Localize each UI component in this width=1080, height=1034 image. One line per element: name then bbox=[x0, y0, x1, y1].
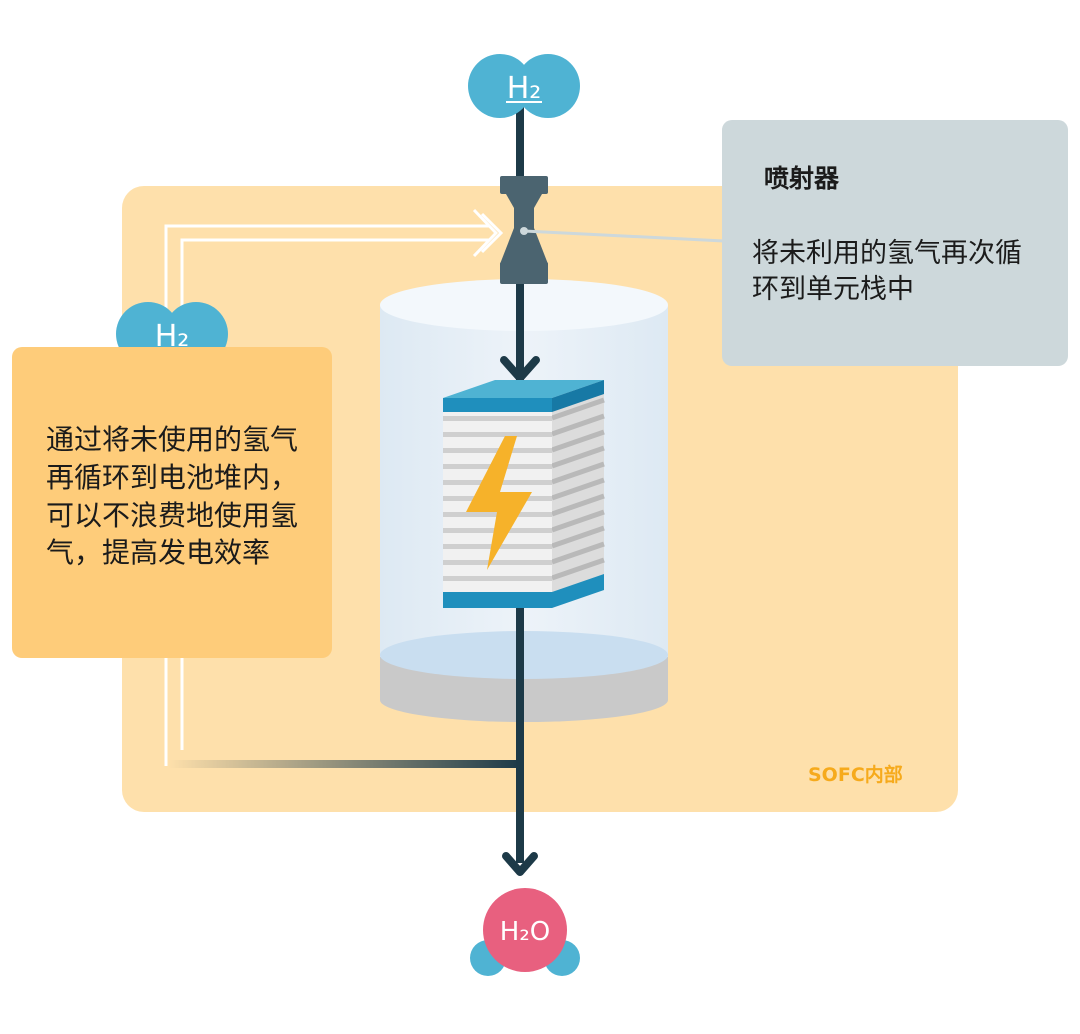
top-molecule-label: H₂ bbox=[507, 71, 542, 106]
sofc-region-label: SOFC内部 bbox=[808, 764, 903, 786]
arrow-right-icon bbox=[472, 208, 504, 258]
injector-callout-title: 喷射器 bbox=[764, 164, 840, 193]
injector-callout: 喷射器 将未利用的氢气再次循环到单元栈中 bbox=[722, 120, 1068, 366]
arrow-down-icon bbox=[500, 356, 540, 382]
arrow-down-icon bbox=[502, 852, 538, 876]
connector-dot bbox=[520, 227, 528, 235]
bottom-molecule-label: H₂O bbox=[500, 917, 550, 947]
water-molecule-icon: H₂O bbox=[470, 888, 580, 976]
lightning-icon bbox=[466, 436, 532, 570]
hydrogen-molecule-icon: H₂ bbox=[468, 54, 580, 118]
injector-icon bbox=[500, 176, 548, 284]
return-flow-line bbox=[168, 760, 520, 768]
recycle-callout: 通过将未使用的氢气再循环到电池堆内，可以不浪费地使用氢气，提高发电效率 bbox=[12, 347, 332, 658]
recycle-callout-description: 通过将未使用的氢气再循环到电池堆内，可以不浪费地使用氢气，提高发电效率 bbox=[46, 423, 299, 570]
injector-callout-connector bbox=[523, 229, 725, 243]
injector-callout-description: 将未利用的氢气再次循环到单元栈中 bbox=[752, 238, 1022, 306]
